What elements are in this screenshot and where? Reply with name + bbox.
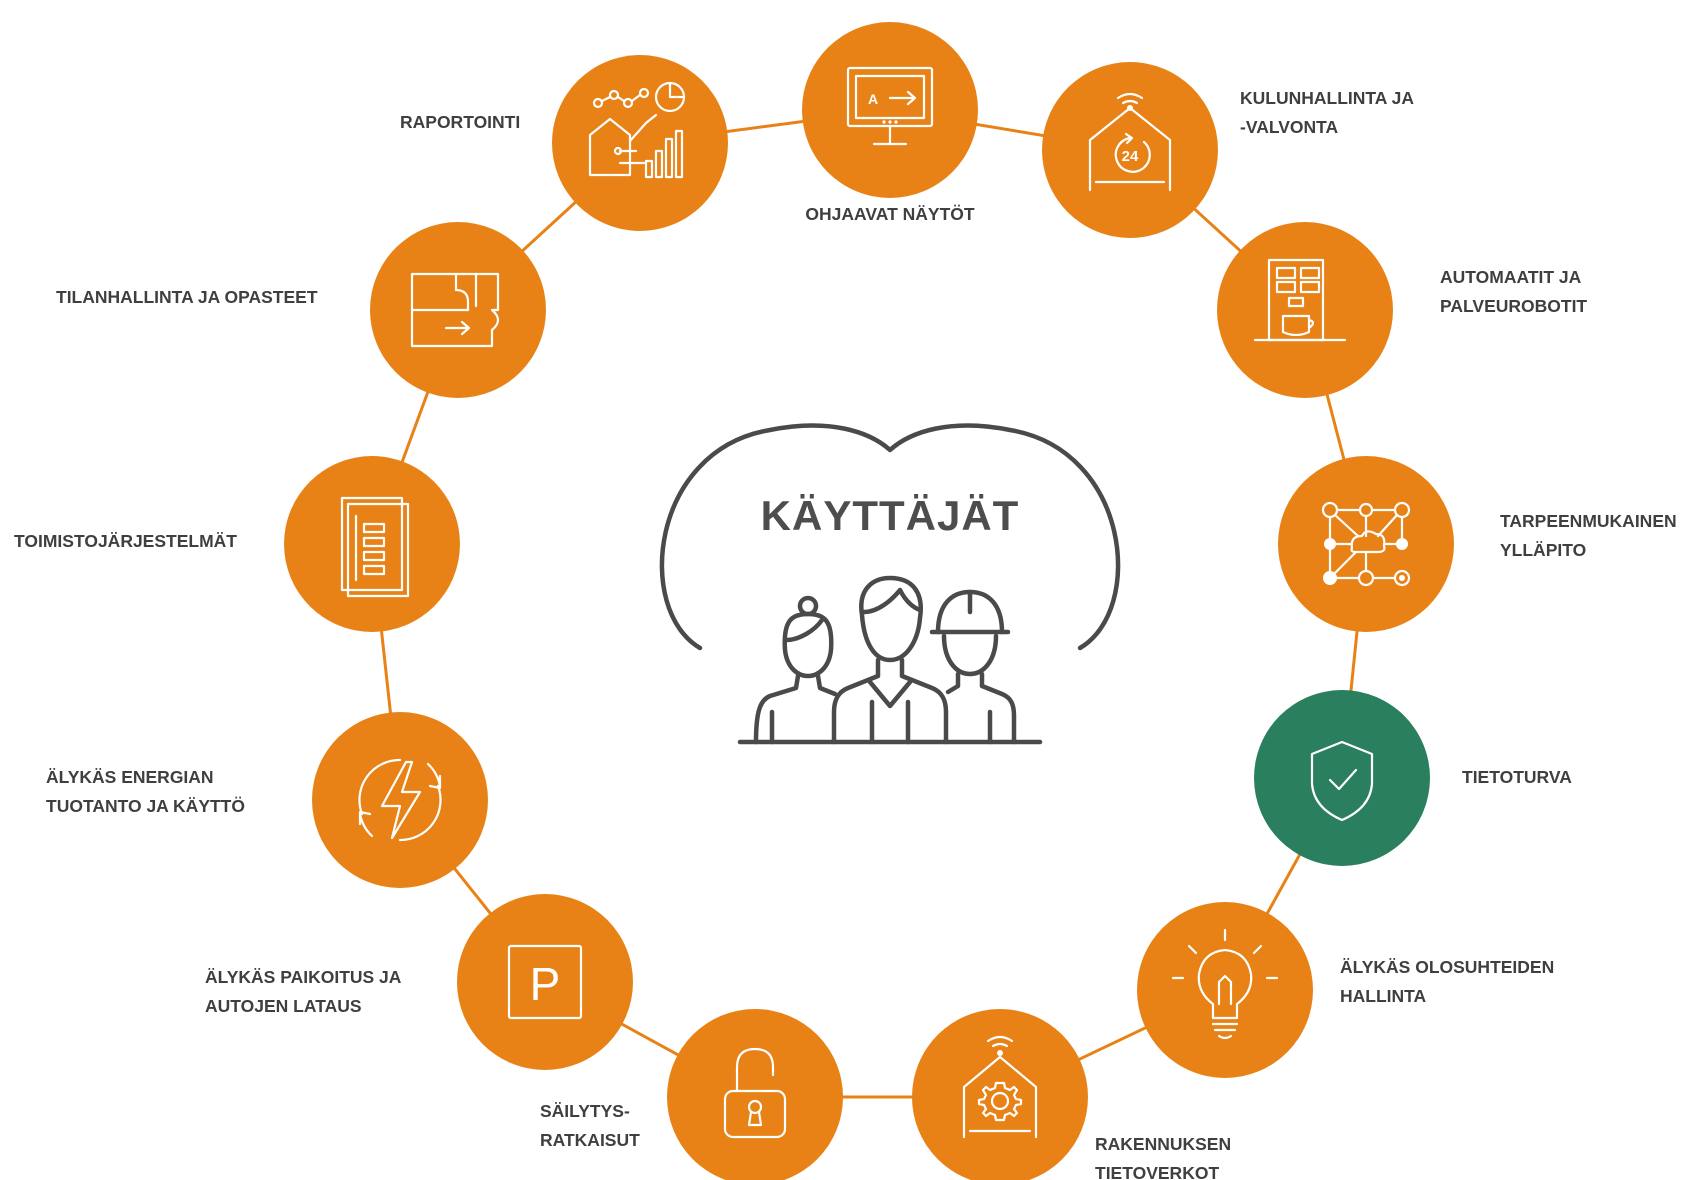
- node-tilanhallinta: [370, 222, 546, 398]
- node-ohjaavat: A: [802, 22, 978, 198]
- node-label-line: ÄLYKÄS OLOSUHTEIDEN: [1340, 957, 1554, 977]
- svg-text:A: A: [868, 91, 878, 107]
- node-label-line: TILANHALLINTA JA OPASTEET: [56, 287, 318, 307]
- svg-text:P: P: [530, 958, 561, 1010]
- node-tietoturva: [1254, 690, 1430, 866]
- access-24h-icon: 24: [1088, 92, 1172, 192]
- node-circle: [1137, 902, 1313, 1078]
- node-circle: [1217, 222, 1393, 398]
- node-label-tietoturva: TIETOTURVA: [1462, 767, 1572, 787]
- node-label-line: KULUNHALLINTA JA: [1240, 88, 1414, 108]
- label-layer: OHJAAVAT NÄYTÖT KULUNHALLINTA JA -VALVONTA…: [14, 88, 1677, 1180]
- cloud-outline: [659, 423, 1121, 651]
- node-label-line: SÄILYTYS-: [540, 1101, 630, 1121]
- node-circle: [1254, 690, 1430, 866]
- node-label-line: TOIMISTOJÄRJESTELMÄT: [14, 531, 237, 551]
- svg-text:24: 24: [1122, 148, 1139, 165]
- house-gear-icon: [962, 1035, 1038, 1139]
- node-circle: [284, 456, 460, 632]
- node-label-automaatit: AUTOMAATIT JA PALVEUROBOTIT: [1440, 267, 1587, 316]
- coffee-machine-icon: [1253, 258, 1347, 342]
- users-group-icon: [737, 575, 1043, 745]
- node-label-toimisto: TOIMISTOJÄRJESTELMÄT: [14, 531, 237, 551]
- office-document-icon: [340, 496, 410, 598]
- monitor-arrow-icon: A: [846, 66, 934, 146]
- node-label-kulunhallinta: KULUNHALLINTA JA -VALVONTA: [1240, 88, 1414, 137]
- node-label-line: ÄLYKÄS PAIKOITUS JA: [205, 967, 402, 987]
- node-label-line: HALLINTA: [1340, 986, 1427, 1006]
- node-sailytys: [667, 1009, 843, 1180]
- energy-cycle-icon: [358, 758, 442, 842]
- node-label-yllapito: TARPEENMUKAINEN YLLÄPITO: [1500, 511, 1677, 560]
- node-label-tilanhallinta: TILANHALLINTA JA OPASTEET: [56, 287, 318, 307]
- node-label-line: RAPORTOINTI: [400, 112, 520, 132]
- node-label-line: TARPEENMUKAINEN: [1500, 511, 1677, 531]
- node-label-olosuhteet: ÄLYKÄS OLOSUHTEIDEN HALLINTA: [1340, 957, 1554, 1006]
- node-circle: [457, 894, 633, 1070]
- node-label-line: ÄLYKÄS ENERGIAN: [46, 767, 214, 787]
- node-circle: [312, 712, 488, 888]
- center-title: KÄYTTÄJÄT: [761, 492, 1020, 539]
- node-circle: [912, 1009, 1088, 1180]
- floorplan-arrow-icon: [410, 272, 500, 348]
- node-circle: [552, 55, 728, 231]
- node-label-paikoitus: ÄLYKÄS PAIKOITUS JA AUTOJEN LATAUS: [205, 967, 402, 1016]
- node-olosuhteet: [1137, 902, 1313, 1078]
- node-label-tietoverkot: RAKENNUKSEN TIETOVERKOT: [1095, 1134, 1231, 1180]
- lightbulb-icon: [1171, 928, 1279, 1040]
- node-label-line: AUTOJEN LATAUS: [205, 996, 362, 1016]
- network-cloud-icon: [1321, 501, 1411, 587]
- node-label-raportointi: RAPORTOINTI: [400, 112, 520, 132]
- node-label-ohjaavat: OHJAAVAT NÄYTÖT: [805, 204, 974, 224]
- shield-check-icon: [1310, 740, 1374, 822]
- node-kulunhallinta: 24: [1042, 62, 1218, 238]
- node-label-line: YLLÄPITO: [1500, 540, 1586, 560]
- node-tietoverkot: [912, 1009, 1088, 1180]
- padlock-icon: [723, 1047, 787, 1139]
- node-yllapito: [1278, 456, 1454, 632]
- node-automaatit: [1217, 222, 1393, 398]
- parking-icon: P: [507, 944, 583, 1020]
- node-label-line: OHJAAVAT NÄYTÖT: [805, 204, 974, 224]
- node-label-line: PALVEUROBOTIT: [1440, 296, 1587, 316]
- node-label-line: AUTOMAATIT JA: [1440, 267, 1582, 287]
- node-label-energia: ÄLYKÄS ENERGIAN TUOTANTO JA KÄYTTÖ: [46, 767, 245, 816]
- node-energia: [312, 712, 488, 888]
- node-circle: [1042, 62, 1218, 238]
- node-label-line: TIETOVERKOT: [1095, 1163, 1219, 1180]
- center-group: KÄYTTÄJÄT: [659, 423, 1121, 745]
- node-label-line: -VALVONTA: [1240, 117, 1339, 137]
- node-label-line: RAKENNUKSEN: [1095, 1134, 1231, 1154]
- node-circle: [802, 22, 978, 198]
- node-raportointi: [552, 55, 728, 231]
- node-circle: [667, 1009, 843, 1180]
- node-label-line: RATKAISUT: [540, 1130, 640, 1150]
- node-label-line: TIETOTURVA: [1462, 767, 1572, 787]
- node-circle: [1278, 456, 1454, 632]
- node-label-sailytys: SÄILYTYS- RATKAISUT: [540, 1101, 640, 1150]
- node-layer: A 24: [284, 22, 1454, 1180]
- report-chart-icon: [588, 81, 686, 179]
- node-toimisto: [284, 456, 460, 632]
- node-label-line: TUOTANTO JA KÄYTTÖ: [46, 796, 245, 816]
- node-paikoitus: P: [457, 894, 633, 1070]
